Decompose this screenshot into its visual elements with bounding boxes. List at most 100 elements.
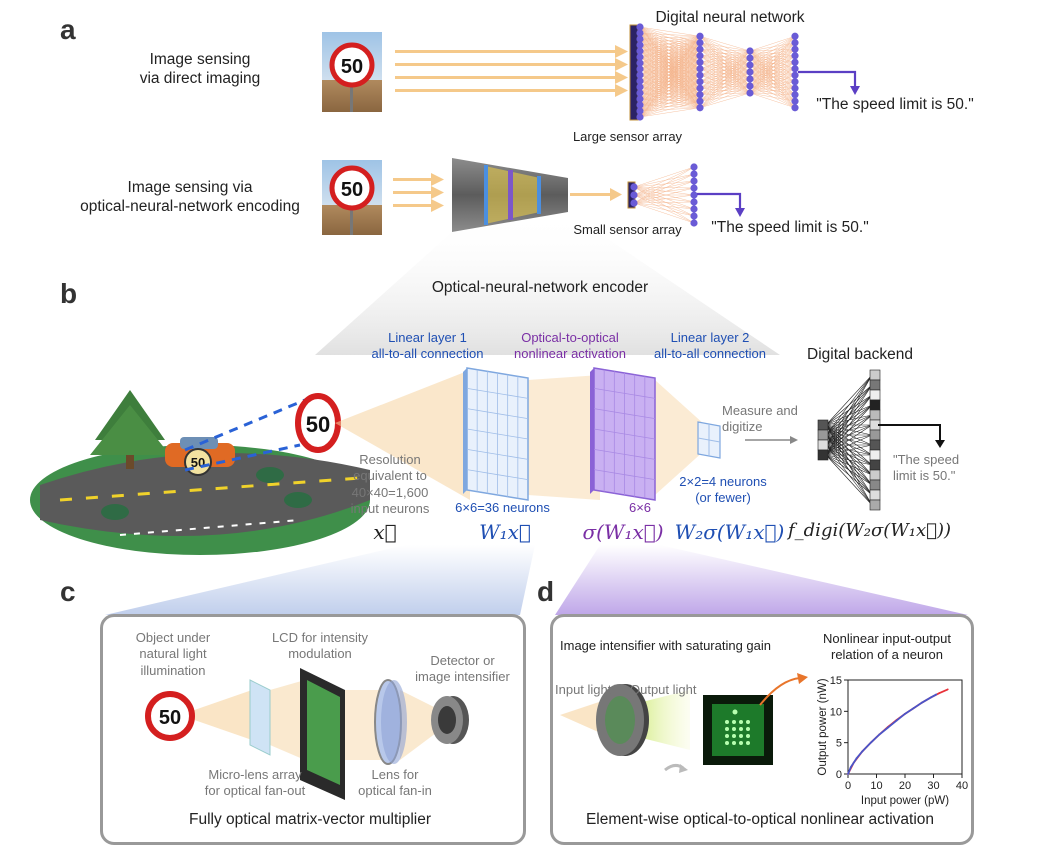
neuron (690, 205, 698, 213)
backend-neuron (869, 489, 881, 501)
neuron (791, 45, 799, 53)
resolution-label: Resolution equivalent to 40×40=1,600 inp… (350, 452, 430, 516)
neuron (791, 97, 799, 105)
photo-sign-row2: 50 (322, 160, 382, 235)
x-axis-label: Input power (pW) (861, 795, 949, 807)
detector-label: Detector or image intensifier (415, 653, 510, 685)
neuron (636, 35, 644, 43)
neuron (696, 52, 704, 60)
math-w1x: W₁x⃗ (479, 520, 531, 544)
small-sensor-label: Small sensor array (573, 222, 682, 237)
neuron (690, 212, 698, 220)
backend-neuron (869, 399, 881, 411)
x-tick-label: 0 (845, 780, 851, 792)
intensifier-pixel (746, 741, 750, 745)
encoder-title: Optical-neural-network encoder (431, 279, 649, 296)
light-beam-layer2-to-3 (655, 380, 705, 495)
lens-label: Lens for optical fan-in (358, 767, 432, 799)
output-text-1: "The speed limit is 50." (816, 96, 974, 113)
neuron (696, 58, 704, 66)
data-point (847, 773, 849, 775)
math-fdigi: f_digi(W₂σ(W₁x⃗)) (788, 520, 951, 541)
x-tick-label: 10 (870, 780, 882, 792)
neuron (636, 77, 644, 85)
intensifier-pixel (732, 734, 736, 738)
neuron (791, 65, 799, 73)
svg-text:50: 50 (159, 707, 181, 729)
neuron (636, 47, 644, 55)
x-tick-label: 30 (927, 780, 939, 792)
math-sigma: σ(W₁x⃗) (582, 520, 664, 544)
intensifier-pixel (725, 720, 729, 724)
light-arrows-row2 (393, 173, 622, 212)
intensifier-setup (560, 673, 808, 773)
neuron (746, 75, 754, 83)
backend-neuron (869, 459, 881, 471)
light-arrows-row1 (395, 45, 628, 97)
backend-output-arrow (878, 424, 945, 448)
x-tick-label: 20 (899, 780, 911, 792)
backend-neuron (869, 439, 881, 451)
data-point (938, 692, 941, 695)
y-axis-label: Output power (nW) (817, 678, 829, 775)
neuron (636, 53, 644, 61)
microlens-label: Micro-lens array for optical fan-out (204, 767, 306, 799)
optical-encoder-cone (452, 158, 568, 232)
input-light-label: Input light (555, 682, 612, 697)
backend-neuron (869, 379, 881, 391)
neuron (696, 97, 704, 105)
row1-label: Image sensing via direct imaging (139, 51, 261, 88)
neuron (636, 59, 644, 67)
neuron (791, 52, 799, 60)
data-point (904, 712, 906, 715)
backend-neuron (869, 389, 881, 401)
neuron (630, 183, 638, 191)
data-point (869, 741, 872, 744)
neuron (636, 113, 644, 121)
intensifier-pixel (732, 727, 736, 731)
panel-d-funnel (555, 545, 968, 615)
neurons-4-label: 2×2=4 neurons (or fewer) (679, 474, 767, 506)
neuron (791, 84, 799, 92)
optics-setup: 50 (145, 668, 469, 800)
neuron (746, 47, 754, 55)
intensifier-pixel (725, 734, 729, 738)
data-point (946, 688, 949, 691)
diorama-scene: 50 (30, 390, 370, 555)
backend-neuron (869, 499, 881, 511)
y-tick-label: 10 (830, 706, 842, 718)
dashed-view-lines (184, 398, 306, 472)
neuron (746, 89, 754, 97)
panel-c-title: Fully optical matrix-vector multiplier (188, 811, 432, 828)
neuron (630, 199, 638, 207)
intensifier-pixel (746, 734, 750, 738)
neuron (636, 101, 644, 109)
data-point (929, 696, 932, 699)
math-w2: W₂σ(W₁x⃗) (674, 520, 785, 544)
backend-neuron (869, 449, 881, 461)
svg-text:50: 50 (306, 412, 330, 437)
neurons-36-label: 6×6=36 neurons (455, 500, 550, 515)
neuron (696, 91, 704, 99)
intensifier-pixel (732, 720, 736, 724)
output-arrow-1 (798, 70, 860, 95)
neuron (791, 104, 799, 112)
neuron (791, 32, 799, 40)
digital-backend-network (817, 369, 881, 511)
neuron (746, 54, 754, 62)
backend-neuron (869, 469, 881, 481)
neuron (746, 82, 754, 90)
panel-d-title: Element-wise optical-to-optical nonlinea… (585, 811, 935, 828)
y-tick-label: 5 (836, 738, 842, 750)
light-beam-layer1-to-2 (528, 375, 600, 500)
neuron (791, 58, 799, 66)
neuron (696, 65, 704, 73)
measure-arrow (745, 436, 798, 444)
neuron (636, 83, 644, 91)
neuron (690, 163, 698, 171)
data-point (887, 726, 889, 729)
output-light-label: Output light (630, 682, 697, 697)
panel-label-a: a (60, 14, 76, 45)
